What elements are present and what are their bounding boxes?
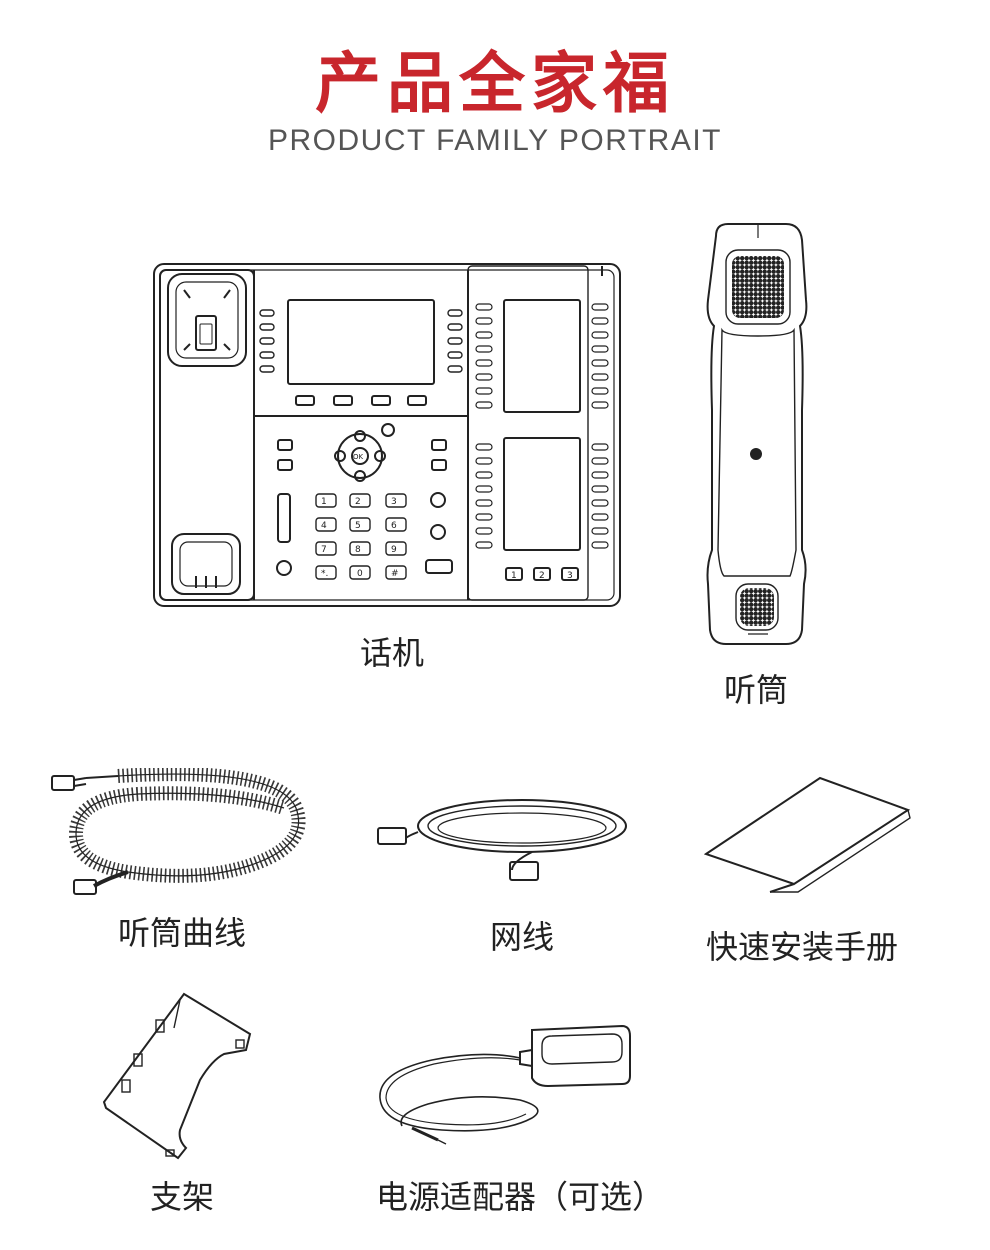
key-6: 6 (391, 521, 397, 531)
key-star: *. (321, 569, 328, 579)
label-power-adapter: 电源适配器（可选） (375, 1178, 665, 1216)
key-5: 5 (355, 521, 361, 531)
exp-page-3: 3 (567, 571, 573, 581)
power-adapter-illustration (372, 1022, 634, 1148)
handset-cord-illustration (48, 768, 310, 900)
handset-illustration (704, 220, 810, 648)
desk-phone-illustration: 1 2 3 4 5 6 7 8 9 *. 0 # OK 1 2 3 (150, 258, 626, 610)
quick-guide-illustration (704, 776, 914, 894)
key-0: 0 (357, 569, 363, 579)
label-network-cable: 网线 (489, 918, 555, 956)
page-title: 产品全家福 (315, 45, 675, 122)
key-7: 7 (321, 545, 327, 555)
key-3: 3 (391, 497, 397, 507)
network-cable-illustration (372, 792, 636, 890)
label-stand: 支架 (149, 1178, 215, 1216)
exp-page-1: 1 (511, 571, 517, 581)
page-subtitle: PRODUCT FAMILY PORTRAIT (267, 124, 723, 157)
key-8: 8 (355, 545, 361, 555)
label-handset-cord: 听筒曲线 (117, 914, 247, 952)
key-2: 2 (355, 497, 361, 507)
label-quick-guide: 快速安装手册 (705, 928, 899, 966)
key-1: 1 (321, 497, 327, 507)
key-9: 9 (391, 545, 397, 555)
label-handset: 听筒 (723, 671, 789, 709)
stand-illustration (100, 990, 260, 1164)
key-ok: OK (353, 453, 364, 461)
key-hash: # (391, 569, 399, 579)
label-phone: 话机 (359, 634, 425, 672)
exp-page-2: 2 (539, 571, 545, 581)
key-4: 4 (321, 521, 327, 531)
